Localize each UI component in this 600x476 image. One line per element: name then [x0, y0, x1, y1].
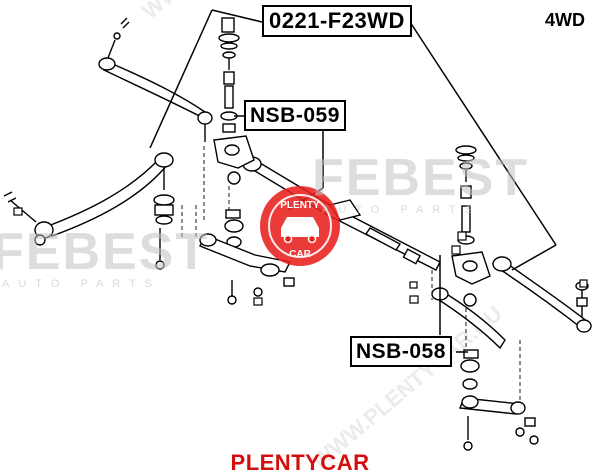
brand-subtitle-watermark-left: AUTO PARTS [2, 278, 162, 290]
brand-watermark-right: FEBEST [312, 149, 530, 207]
idler-bracket-left [199, 209, 295, 305]
badge-text-top: PLENTY [280, 200, 320, 211]
footer-brand: PLENTYCAR [230, 450, 370, 475]
idler-arm-lower [451, 145, 539, 451]
part-number-callout-upper-bushing: NSB-059 [244, 100, 346, 131]
brand-watermark-left: FEBEST [0, 223, 210, 281]
part-number-callout-lower-bushing: NSB-058 [350, 336, 452, 367]
small-hardware-parts [13, 207, 588, 306]
upper-tie-rod [98, 17, 213, 142]
left-pitman-arm-assembly [3, 152, 175, 270]
idler-arm-upper [213, 17, 255, 185]
brand-subtitle-watermark-right: AUTO PARTS [322, 204, 482, 216]
drive-type-label: 4WD [545, 10, 585, 30]
dashed-guide-lines [181, 146, 521, 400]
plentycar-badge: PLENTY CAR [260, 186, 340, 266]
badge-text-bottom: CAR [289, 249, 311, 260]
part-number-callout-main: 0221-F23WD [262, 5, 412, 37]
